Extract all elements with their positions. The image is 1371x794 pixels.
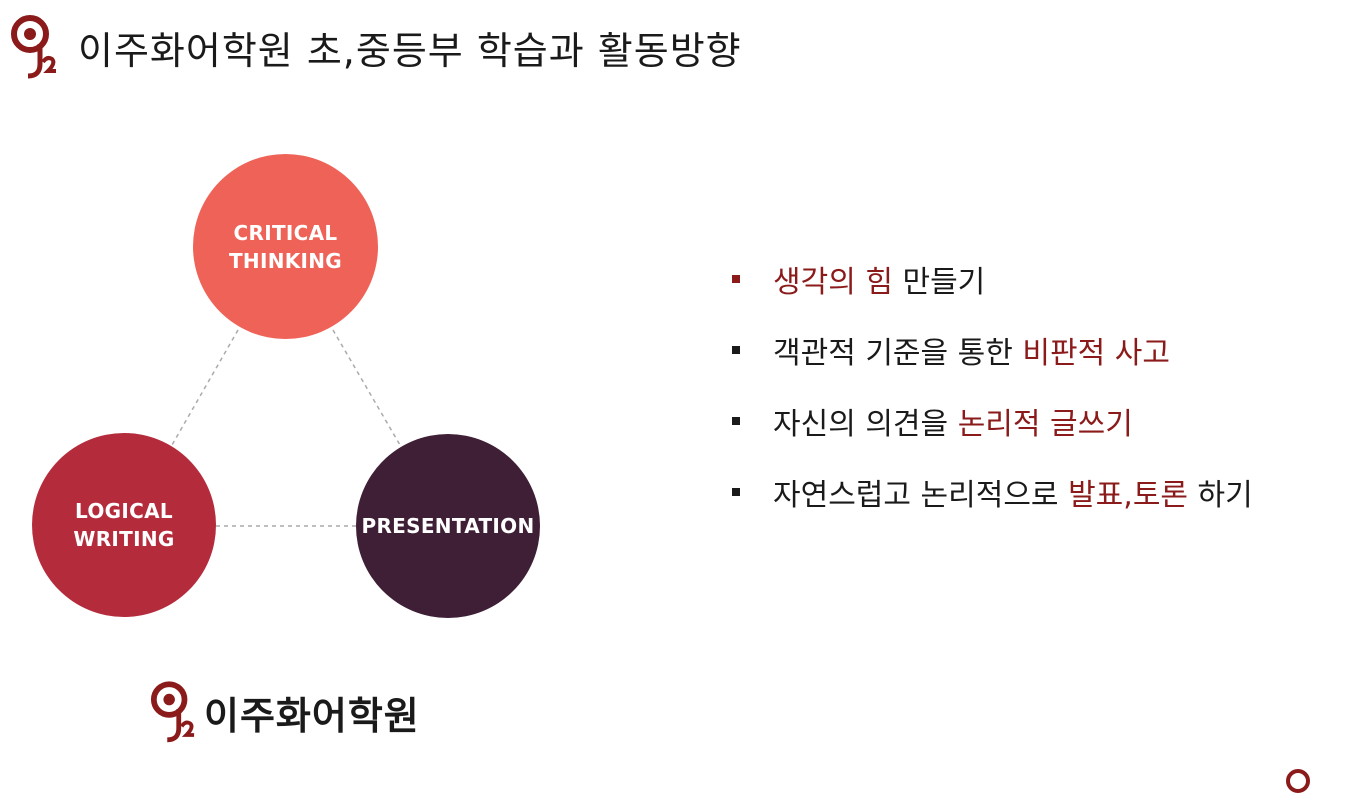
- list-item: 자연스럽고 논리적으로 발표,토론 하기: [732, 467, 1253, 517]
- item-text: 객관적 기준을 통한: [773, 336, 1023, 371]
- footer-brand-name: 이주화어학원: [204, 693, 420, 738]
- page-title: 이주화어학원 초,중등부 학습과 활동방향: [78, 28, 742, 73]
- footer-logo: 이주화어학원: [150, 680, 420, 744]
- square-bullet-icon: [732, 275, 740, 283]
- item-text: 하기: [1188, 478, 1253, 513]
- item-text: 만들기: [892, 265, 986, 300]
- square-bullet-icon: [732, 417, 740, 425]
- j2-logo-icon: [150, 681, 195, 743]
- corner-logo-icon: [1286, 769, 1310, 793]
- list-item: 자신의 의견을 논리적 글쓰기: [732, 396, 1253, 446]
- activity-list: 생각의 힘 만들기 객관적 기준을 통한 비판적 사고 자신의 의견을 논리적 …: [732, 254, 1253, 538]
- highlight-text: 비판적 사고: [1022, 336, 1170, 371]
- item-text: 자연스럽고 논리적으로: [773, 478, 1069, 513]
- presentation-label: PRESENTATION: [361, 514, 535, 538]
- critical-thinking-label: CRITICAL THINKING: [228, 220, 343, 273]
- logical-writing-label: LOGICAL WRITING: [73, 499, 175, 551]
- page-header: 이주화어학원 초,중등부 학습과 활동방향: [10, 12, 742, 82]
- list-item: 객관적 기준을 통한 비판적 사고: [732, 325, 1253, 375]
- highlight-text: 논리적 글쓰기: [957, 407, 1133, 442]
- connector-critical-presentation: [332, 329, 401, 446]
- critical-thinking-circle: CRITICAL THINKING: [193, 154, 378, 339]
- presentation-circle: PRESENTATION: [356, 434, 540, 618]
- square-bullet-icon: [732, 346, 740, 354]
- highlight-text: 발표,토론: [1068, 478, 1189, 513]
- item-text: 자신의 의견을: [773, 407, 958, 442]
- skills-diagram: CRITICAL THINKING LOGICAL WRITING PRESEN…: [0, 130, 600, 650]
- logical-writing-circle: LOGICAL WRITING: [32, 433, 216, 617]
- j2-logo-icon: [11, 15, 56, 79]
- square-bullet-icon: [732, 488, 740, 496]
- list-item: 생각의 힘 만들기: [732, 254, 1253, 304]
- highlight-text: 생각의 힘: [773, 265, 893, 300]
- connector-critical-logical: [171, 329, 239, 446]
- connector-lines: [171, 329, 401, 527]
